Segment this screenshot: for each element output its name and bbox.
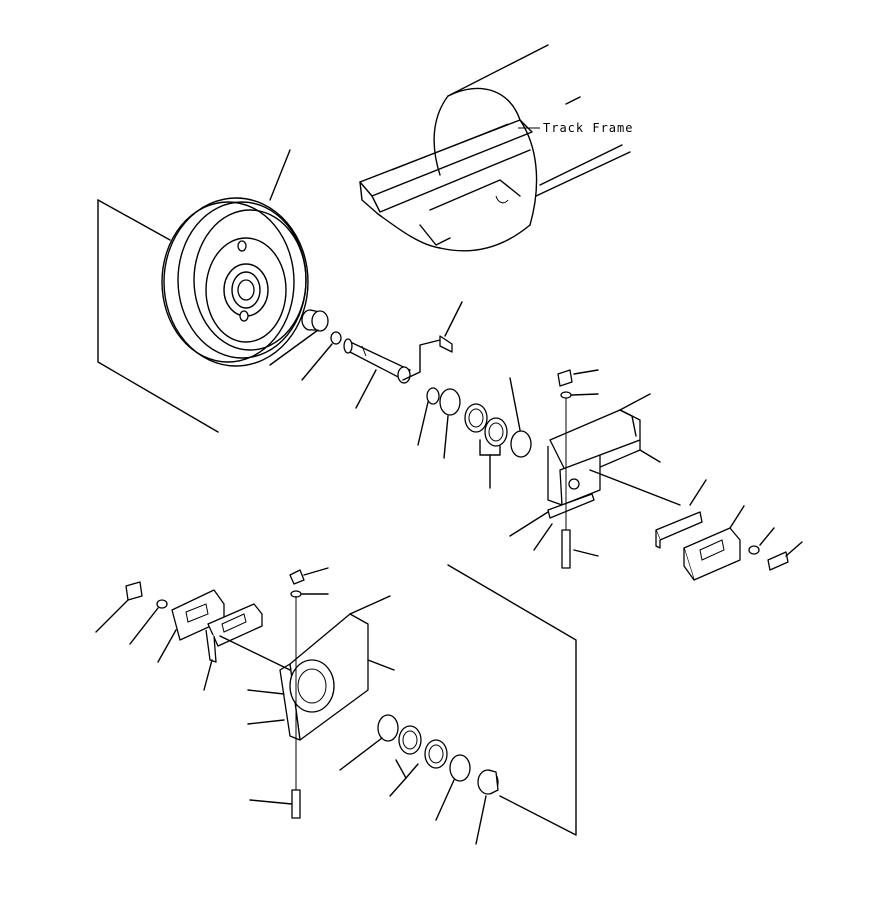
track-frame (359, 44, 631, 252)
shaft-assembly (269, 301, 463, 459)
seal-group-lower (339, 714, 499, 845)
bearing-block-upper (509, 369, 681, 569)
seal-group-upper (464, 377, 532, 489)
idler-wheel (97, 149, 309, 433)
track-frame-label: Track Frame (543, 121, 633, 135)
plate-assembly-upper (655, 479, 803, 581)
bearing-block-lower (247, 564, 577, 836)
plate-assembly-lower (95, 581, 291, 691)
